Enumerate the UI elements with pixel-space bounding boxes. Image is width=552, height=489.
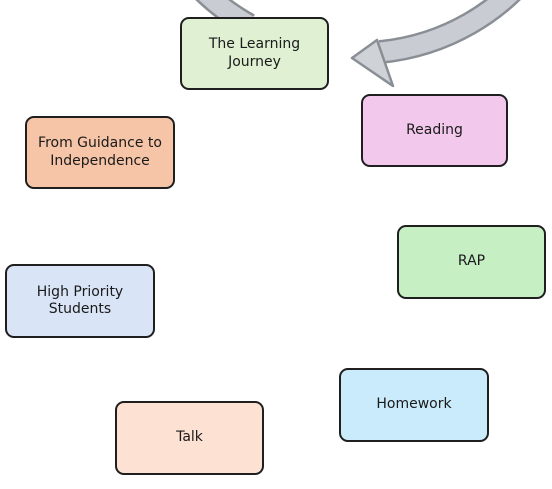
node-label: Reading — [406, 121, 463, 138]
node-homework: Homework — [339, 368, 489, 442]
node-label: From Guidance to Independence — [38, 135, 162, 169]
node-label: Talk — [176, 429, 203, 446]
node-reading: Reading — [361, 94, 508, 167]
node-label: Homework — [376, 396, 452, 413]
node-label: RAP — [457, 253, 486, 270]
arrowhead-icon — [350, 38, 395, 88]
node-guidance: From Guidance to Independence — [25, 116, 175, 189]
node-talk: Talk — [115, 401, 264, 475]
node-rap: RAP — [397, 225, 546, 299]
node-learning-journey: The Learning Journey — [180, 17, 329, 90]
node-label: High Priority Students — [36, 283, 124, 318]
node-label: The Learning Journey — [208, 36, 301, 70]
node-high-priority: High Priority Students — [5, 264, 155, 338]
